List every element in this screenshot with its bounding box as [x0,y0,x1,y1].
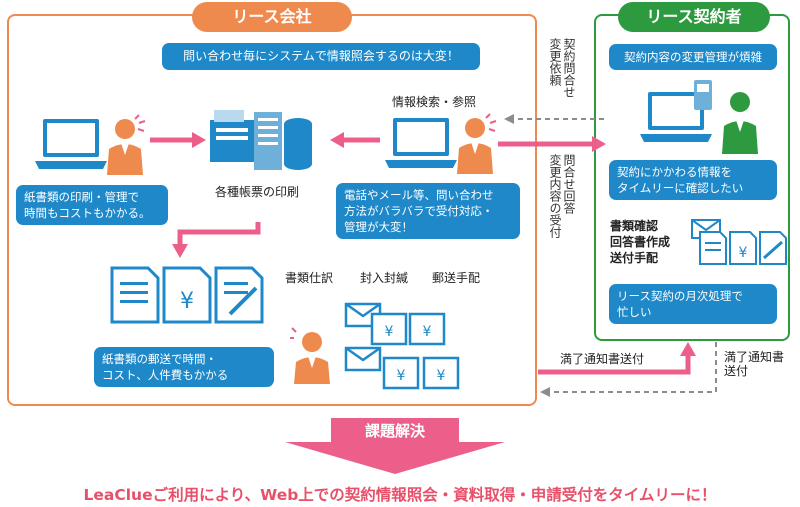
inquiry-handling-bubble: 電話やメール等、問い合わせ 方法がバラバラで受付対応・ 管理が大変！ [336,183,520,239]
lessee-pc-phone-icon [640,80,758,154]
solution-headline: LeaClueご利用により、Web上での契約情報照会・資料取得・申請受付をタイム… [83,486,717,504]
svg-text:¥: ¥ [385,324,394,340]
phone-staff-icon [457,113,497,174]
answer-flow-label: 問合せ回答 変更内容の受付 [548,154,576,238]
svg-text:¥: ¥ [180,289,194,314]
document-tasks-label: 書類確認 回答書作成 送付手配 [610,219,671,265]
solution-arrow [285,418,505,474]
envelopes-icon: ¥ ¥ ¥ ¥ [344,302,460,390]
svg-text:¥: ¥ [423,324,432,340]
inquiry-flow-label: 契約問合せ 変更依頼 [548,38,576,98]
laptop-icon [35,119,107,169]
sort-documents-label: 書類仕訳 [285,271,334,285]
solution-label: 課題解決 [364,422,425,440]
svg-text:¥: ¥ [397,368,406,384]
form-printing-label: 各種帳票の印刷 [215,185,300,199]
printer-server-icon [210,110,312,170]
lessee-documents-icon: ¥ [691,219,787,265]
mailing-cost-bubble: 紙書類の郵送で時間・ コスト、人件費もかかる [94,347,274,387]
monthly-process-bubble: リース契約の月次処理で 忙しい [609,284,777,324]
paper-cost-bubble: 紙書類の印刷・管理で 時間もコストもかかる。 [16,185,168,225]
svg-text:¥: ¥ [739,245,748,261]
documents-icon: ¥ [110,266,264,324]
system-inquiry-bubble: 問い合わせ毎にシステムで情報照会するのは大変！ [162,43,480,70]
mail-arrangement-label: 郵送手配 [432,271,481,285]
timely-info-bubble: 契約にかかわる情報を タイムリーに確認したい [609,160,777,200]
lessee-title: リース契約者 [618,2,770,32]
seal-envelopes-label: 封入封緘 [360,271,409,285]
worried-staff-icon [107,114,146,175]
laptop-icon [385,118,457,168]
expiry-notice-label: 満了通知書送付 [560,352,645,366]
lease-company-title: リース会社 [192,2,352,32]
expiry-notice-dashed-label: 満了通知書 送付 [724,350,785,378]
info-search-label: 情報検索・参照 [392,95,477,109]
change-management-bubble: 契約内容の変更管理が煩雑 [609,44,777,70]
mailing-staff-icon [290,327,330,384]
svg-text:¥: ¥ [437,368,446,384]
